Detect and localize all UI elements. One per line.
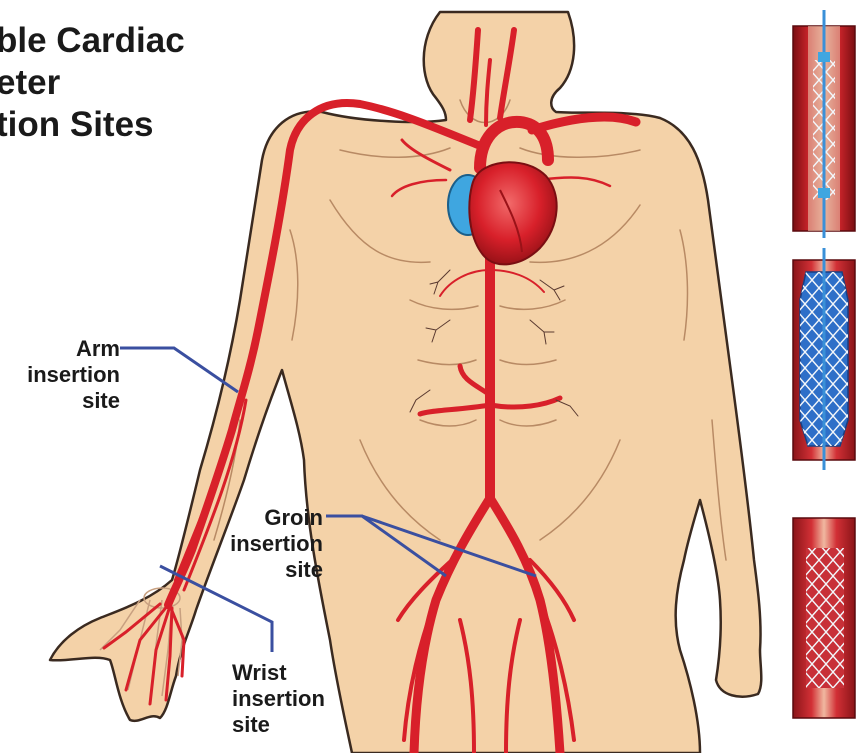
stent-panel-1: [793, 10, 855, 238]
stent-panel-3: [793, 518, 855, 718]
title-line-2: eter: [0, 62, 185, 104]
groin-insertion-label: Groin insertion site: [230, 505, 323, 583]
stent-panel-2: [793, 248, 855, 470]
groin-label-line-1: Groin: [230, 505, 323, 531]
wrist-label-line-2: insertion: [232, 686, 325, 712]
arm-label-line-3: site: [27, 388, 120, 414]
arm-leader-line: [120, 348, 238, 392]
groin-label-line-2: insertion: [230, 531, 323, 557]
wrist-label-line-3: site: [232, 712, 325, 738]
wrist-label-line-1: Wrist: [232, 660, 325, 686]
arm-label-line-1: Arm: [27, 336, 120, 362]
arm-insertion-label: Arm insertion site: [27, 336, 120, 414]
arm-label-line-2: insertion: [27, 362, 120, 388]
title-line-3: tion Sites: [0, 104, 185, 146]
title-line-1: ble Cardiac: [0, 20, 185, 62]
groin-label-line-3: site: [230, 557, 323, 583]
wrist-insertion-label: Wrist insertion site: [232, 660, 325, 738]
page-title: ble Cardiac eter tion Sites: [0, 20, 185, 146]
